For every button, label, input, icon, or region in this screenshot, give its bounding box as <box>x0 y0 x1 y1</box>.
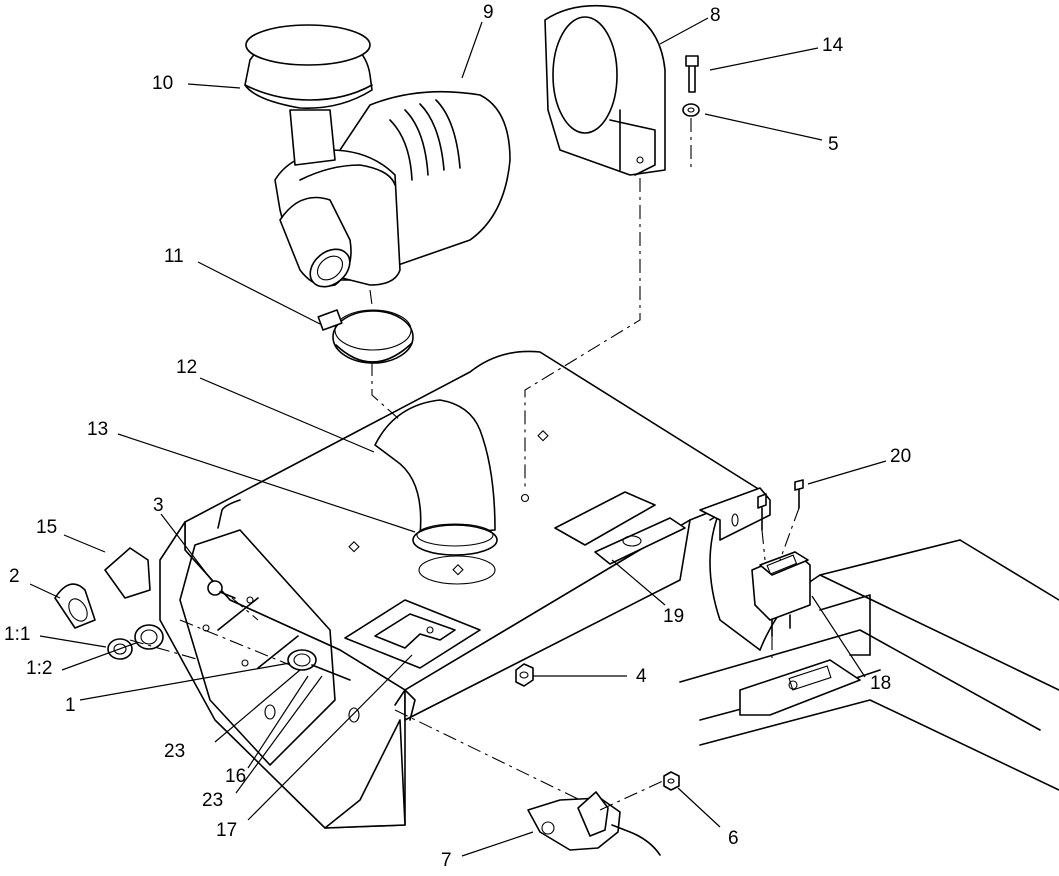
callout-8: 8 <box>710 5 721 26</box>
lever-bracket <box>527 771 680 856</box>
hex-nut <box>515 663 534 687</box>
hour-meter <box>751 479 811 637</box>
hose-clamp <box>317 309 414 364</box>
rain-cap <box>244 24 373 166</box>
air-filter <box>274 90 511 288</box>
callout-1-1: 1:1 <box>4 624 30 645</box>
callout-7: 7 <box>441 850 452 871</box>
callout-5: 5 <box>828 134 839 155</box>
mounting-bracket <box>544 4 666 176</box>
callout-2: 2 <box>9 566 20 587</box>
callout-12: 12 <box>176 357 197 378</box>
callout-23-upper: 23 <box>164 741 185 762</box>
callout-1: 1 <box>65 695 76 716</box>
callout-20: 20 <box>890 446 911 467</box>
callout-3: 3 <box>153 495 164 516</box>
callout-13: 13 <box>87 419 108 440</box>
frame-rails <box>679 487 1059 791</box>
callout-15: 15 <box>36 517 57 538</box>
callout-6: 6 <box>728 828 739 849</box>
callout-17: 17 <box>216 820 237 841</box>
assembly-lines <box>129 118 800 811</box>
callout-labels: 10 9 8 14 5 11 12 13 3 15 2 1:1 1:2 1 23… <box>4 2 911 871</box>
bolt-and-washer <box>682 55 700 117</box>
callout-18: 18 <box>870 673 891 694</box>
leader-lines <box>29 17 887 857</box>
callout-9: 9 <box>483 2 494 23</box>
callout-14: 14 <box>822 35 844 56</box>
callout-16: 16 <box>225 766 246 787</box>
callout-19: 19 <box>663 606 684 627</box>
callout-11: 11 <box>164 246 184 267</box>
callout-23-lower: 23 <box>202 790 223 811</box>
callout-10: 10 <box>152 73 173 94</box>
deck-plates <box>554 491 686 565</box>
panel-controls <box>54 547 351 681</box>
callout-4: 4 <box>636 666 647 687</box>
intake-elbow <box>374 399 498 585</box>
decal-plate <box>344 599 481 669</box>
callout-1-2: 1:2 <box>26 658 52 679</box>
